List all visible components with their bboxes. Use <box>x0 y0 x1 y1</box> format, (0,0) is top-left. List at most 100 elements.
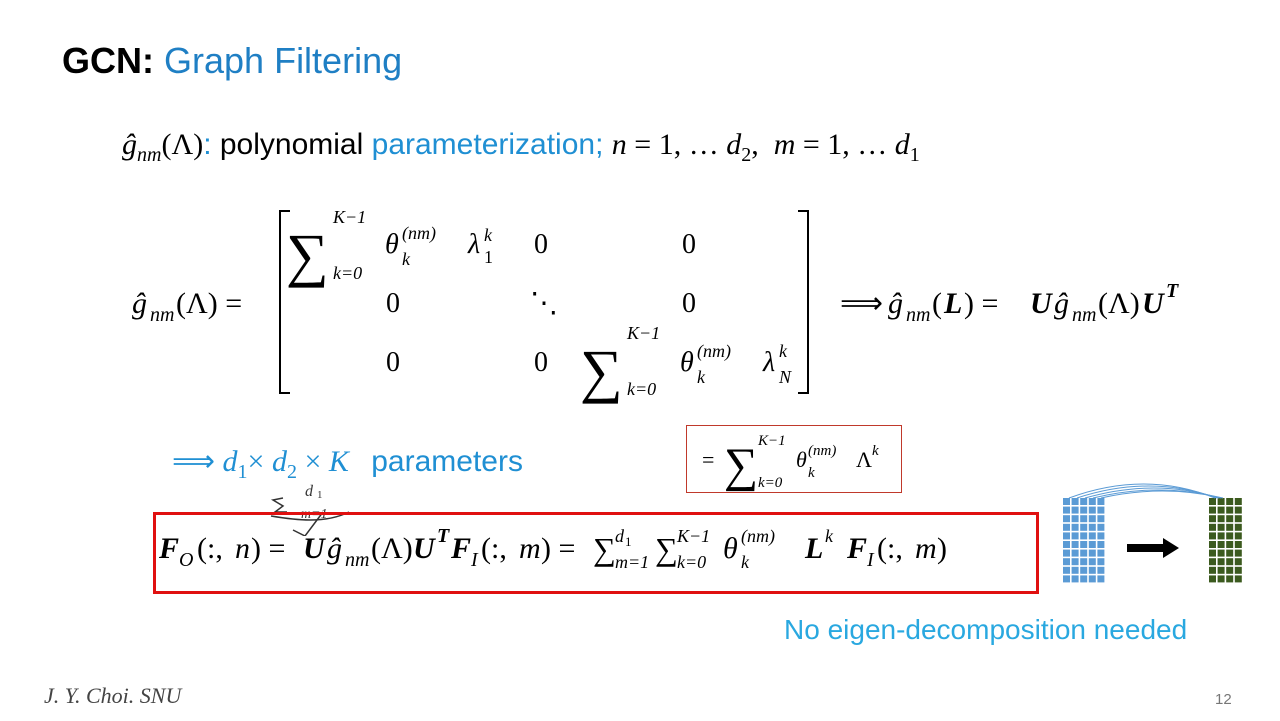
svg-text:(nm): (nm) <box>741 526 775 547</box>
svg-text:ĝ: ĝ <box>327 532 342 565</box>
grid-cell <box>1234 575 1242 583</box>
grid-cell <box>1080 541 1088 548</box>
svg-text:(nm): (nm) <box>402 223 436 244</box>
grid-cell <box>1088 506 1096 514</box>
grid-cell <box>1209 558 1216 566</box>
svg-text:⟹: ⟹ <box>840 287 883 320</box>
grid-cell <box>1071 549 1079 557</box>
params-word: parameters <box>371 445 523 478</box>
svg-text:k: k <box>697 367 706 387</box>
slide-title: GCN: Graph Filtering <box>62 40 402 82</box>
grid-cell <box>1088 532 1096 540</box>
svg-text:0: 0 <box>534 347 548 378</box>
grid-cell <box>1209 506 1216 514</box>
author-credit: J. Y. Choi. SNU <box>44 683 182 708</box>
params-expr: ⟹ d1× d2 × K <box>172 445 349 483</box>
title-bold: GCN: <box>62 40 154 81</box>
svg-text:k: k <box>872 443 879 459</box>
svg-text:=: = <box>702 447 714 472</box>
svg-text:k=0: k=0 <box>333 263 362 283</box>
grid-cell <box>1080 498 1088 505</box>
grid-cell <box>1063 575 1070 583</box>
grid-cell <box>1080 523 1088 531</box>
svg-text:Λ: Λ <box>856 447 872 472</box>
svg-text:0: 0 <box>534 229 548 260</box>
svg-text:1: 1 <box>484 247 493 267</box>
matrix-lhs-g: ĝ <box>132 287 147 320</box>
grid-cell <box>1217 549 1225 557</box>
grid-cell <box>1217 532 1225 540</box>
grid-cell <box>1217 575 1225 583</box>
grid-cell <box>1209 498 1216 505</box>
grid-cell <box>1226 523 1234 531</box>
svg-text:(nm): (nm) <box>697 341 731 362</box>
grid-cell <box>1063 541 1070 548</box>
svg-text:) =: ) = <box>964 287 998 320</box>
grid-cell <box>1217 515 1225 523</box>
grid-cell <box>1234 532 1242 540</box>
grid-cell <box>1080 549 1088 557</box>
svg-text:∑: ∑ <box>580 338 623 404</box>
svg-text:n: n <box>235 532 250 565</box>
grid-cell <box>1088 558 1096 566</box>
grid-cell <box>1217 558 1225 566</box>
grid-cell <box>1088 541 1096 548</box>
params-line: ⟹ d1× d2 × K parameters <box>172 444 523 484</box>
svg-text:k: k <box>484 225 493 245</box>
grid-cell <box>1217 498 1225 505</box>
svg-text:d: d <box>305 483 314 500</box>
svg-text:U: U <box>1030 287 1053 320</box>
grid-cell <box>1226 498 1234 505</box>
grid-cell <box>1080 515 1088 523</box>
svg-text:θ: θ <box>723 532 738 565</box>
grid-cell <box>1071 515 1079 523</box>
svg-text:K−1: K−1 <box>676 526 710 546</box>
right-bracket <box>798 210 809 394</box>
grid-cell <box>1080 506 1088 514</box>
grid-cell <box>1071 575 1079 583</box>
grid-cell <box>1071 506 1079 514</box>
svg-text:k: k <box>402 249 411 269</box>
grid-cell <box>1217 523 1225 531</box>
graph-filter-illustration <box>1063 483 1242 583</box>
grid-cell <box>1209 515 1216 523</box>
connection-arcs <box>1068 483 1224 499</box>
grid-cell <box>1063 549 1070 557</box>
svg-text:L: L <box>804 532 823 565</box>
parameterization-word: parameterization; <box>371 128 604 161</box>
svg-text:∑: ∑ <box>724 439 758 492</box>
grid-cell <box>1209 532 1216 540</box>
svg-text:k: k <box>779 341 788 361</box>
grid-cell <box>1071 532 1079 540</box>
grid-cell <box>1234 506 1242 514</box>
svg-text:(:,: (:, <box>877 532 903 565</box>
right-arrow-icon <box>1127 538 1179 558</box>
svg-text:k=0: k=0 <box>627 379 656 399</box>
grid-cell <box>1097 515 1105 523</box>
svg-text:): ) <box>937 532 947 565</box>
grid-cell <box>1217 566 1225 574</box>
grid-cell <box>1097 575 1105 583</box>
svg-text:∑: ∑ <box>593 531 616 567</box>
grid-cell <box>1217 506 1225 514</box>
grid-cell <box>1217 541 1225 548</box>
colon: : <box>203 128 212 161</box>
grid-cell <box>1209 523 1216 531</box>
svg-text:k=0: k=0 <box>758 475 783 491</box>
svg-text:m: m <box>519 532 541 565</box>
grid-cell <box>1080 566 1088 574</box>
svg-text:0: 0 <box>682 288 696 319</box>
grid-cell <box>1063 566 1070 574</box>
grid-cell <box>1226 558 1234 566</box>
grid-cell <box>1088 549 1096 557</box>
grid-cell <box>1097 566 1105 574</box>
title-subtitle: Graph Filtering <box>164 40 403 81</box>
svg-text:I: I <box>470 549 479 571</box>
svg-text:(Λ): (Λ) <box>371 532 413 565</box>
svg-text:) =: ) = <box>251 532 285 565</box>
grid-cell <box>1097 506 1105 514</box>
svg-text:k: k <box>808 465 815 481</box>
grid-cell <box>1234 541 1242 548</box>
svg-text:0: 0 <box>386 288 400 319</box>
grid-cell <box>1234 498 1242 505</box>
